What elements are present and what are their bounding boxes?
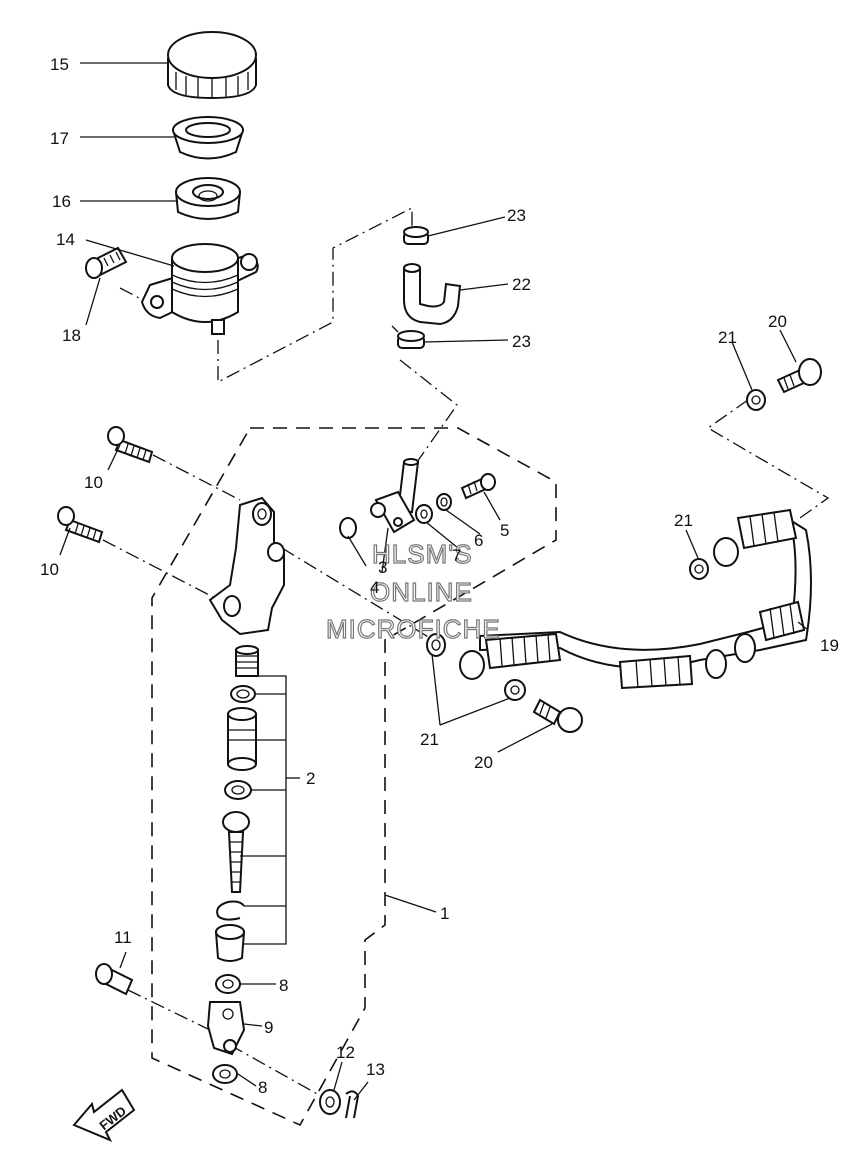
callout-1: 1 xyxy=(440,904,449,923)
callout-10-lower: 10 xyxy=(40,560,59,579)
mounting-bolt-lower xyxy=(57,506,104,544)
assembly-boundary xyxy=(151,427,557,1127)
watermark-line-2: ONLINE xyxy=(370,577,473,607)
clevis-pin-line xyxy=(127,989,211,1031)
diaphragm-plate xyxy=(172,116,244,160)
callout-10-upper: 10 xyxy=(84,473,103,492)
pin-12-line xyxy=(229,1044,329,1101)
callout-9: 9 xyxy=(264,1018,273,1037)
callout-13: 13 xyxy=(366,1060,385,1079)
mounting-bolt-upper xyxy=(107,426,154,464)
callout-19: 19 xyxy=(820,636,839,655)
piston-cup xyxy=(230,685,256,703)
leader-lines xyxy=(59,62,809,1101)
hose-clip-lower xyxy=(391,325,425,349)
copper-washer-left xyxy=(426,633,446,657)
piston-kit-bracket xyxy=(240,675,287,945)
master-cylinder-body xyxy=(208,496,285,636)
copper-washer-top xyxy=(746,389,766,411)
brake-hose xyxy=(459,508,812,690)
callout-3: 3 xyxy=(378,558,387,577)
callout-21-top: 21 xyxy=(718,328,737,347)
push-rod xyxy=(222,811,250,893)
callout-23-lower: 23 xyxy=(512,332,531,351)
callout-20-top: 20 xyxy=(768,312,787,331)
copper-washer-right xyxy=(504,679,526,701)
watermark-line-3: MICROFICHE xyxy=(326,614,501,644)
callout-12: 12 xyxy=(336,1043,355,1062)
lock-nut-upper xyxy=(215,974,241,994)
bolt-10-lower-line xyxy=(102,539,216,599)
callout-22: 22 xyxy=(512,275,531,294)
reservoir-cap xyxy=(167,31,257,100)
cotter-pin xyxy=(345,1090,360,1119)
hose-joint xyxy=(370,458,420,534)
union-bolt-upper xyxy=(776,358,822,394)
callout-21-mid: 21 xyxy=(674,511,693,530)
hose-to-cylinder-line xyxy=(399,359,458,473)
callout-23-upper: 23 xyxy=(507,206,526,225)
outlet-line xyxy=(281,547,431,639)
pin-washer xyxy=(319,1089,341,1115)
boot xyxy=(214,924,246,962)
clevis xyxy=(206,1001,246,1056)
copper-washer-mid xyxy=(689,558,709,580)
callout-16: 16 xyxy=(52,192,71,211)
reservoir-bolt xyxy=(85,246,128,279)
bolt-18-line xyxy=(119,287,144,301)
callout-7: 7 xyxy=(452,546,461,565)
watermark-line-1: HLSM'S xyxy=(372,539,473,569)
fwd-arrow-icon: FWD xyxy=(72,1088,136,1142)
callout-20-lower: 20 xyxy=(474,753,493,772)
reservoir-tank xyxy=(140,243,259,335)
callout-15: 15 xyxy=(50,55,69,74)
bolt-20-upper-line xyxy=(706,399,830,519)
joint-seal xyxy=(436,493,452,511)
lock-nut-lower xyxy=(212,1064,238,1084)
union-bolt-lower xyxy=(532,698,583,733)
piston-seal xyxy=(224,780,252,800)
joint-washer xyxy=(415,504,433,524)
callout-8-upper: 8 xyxy=(279,976,288,995)
callout-8-lower: 8 xyxy=(258,1078,267,1097)
reservoir-hose-line xyxy=(217,206,413,384)
callout-17: 17 xyxy=(50,129,69,148)
piston-spring xyxy=(235,645,259,677)
circlip xyxy=(216,900,245,921)
piston xyxy=(227,707,257,771)
callout-14: 14 xyxy=(56,230,75,249)
callout-11: 11 xyxy=(114,928,132,947)
callout-18: 18 xyxy=(62,326,81,345)
hose-clip-upper xyxy=(403,226,429,245)
bolt-10-upper-line xyxy=(152,454,241,501)
diaphragm xyxy=(175,177,241,220)
clevis-pin xyxy=(95,963,134,996)
o-ring xyxy=(339,517,357,539)
callout-5: 5 xyxy=(500,521,509,540)
callout-21-lower: 21 xyxy=(420,730,439,749)
callout-6: 6 xyxy=(474,531,483,550)
callout-2: 2 xyxy=(306,769,315,788)
callout-4: 4 xyxy=(370,578,379,597)
reservoir-hose xyxy=(403,263,462,326)
joint-screw xyxy=(460,473,496,500)
